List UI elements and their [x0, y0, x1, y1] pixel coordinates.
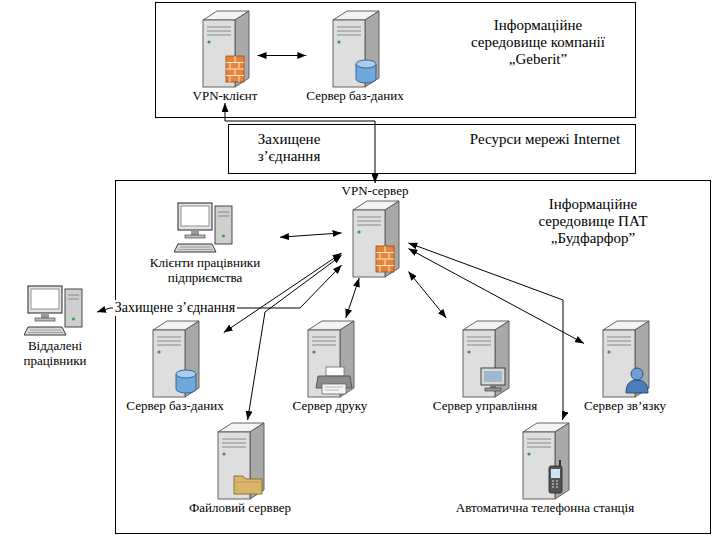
node-icon — [174, 200, 236, 255]
link-label: Захищене з’єднання — [113, 300, 237, 316]
node-label: Сервер друку — [293, 398, 368, 413]
server-icon — [599, 318, 651, 398]
region-frame: Інформаційне середовище ПАТ „Будфарфор” V… — [115, 180, 711, 534]
node-label: Сервер управління — [433, 398, 537, 413]
node-icon — [149, 318, 201, 398]
server-node: Сервер управління — [433, 318, 537, 413]
node-icon — [459, 318, 511, 398]
network-link — [408, 243, 563, 420]
node-label: Сервер зв’язку — [584, 398, 666, 413]
server-icon — [149, 318, 201, 398]
server-icon — [329, 8, 381, 88]
server-node: Автоматична телефонна станція — [456, 420, 634, 515]
network-link — [408, 272, 446, 319]
node-icon — [24, 283, 86, 338]
node-label: Файловий серввер — [189, 500, 291, 515]
workstation-node: Віддалені працівники — [13, 283, 97, 368]
node-icon — [519, 420, 571, 500]
node-icon — [599, 318, 651, 398]
server-icon — [214, 420, 266, 500]
server-icon — [519, 420, 571, 500]
server-node: Файловий серввер — [189, 420, 291, 515]
server-icon — [349, 198, 401, 278]
region-heading: Захищене з’єднання — [237, 131, 341, 165]
server-icon — [459, 318, 511, 398]
region-heading: Інформаційне середовище компанії „Geberi… — [468, 17, 608, 68]
node-label: VPN-клієнт — [193, 88, 258, 103]
region-heading: Ресурси мережі Internet — [465, 131, 625, 148]
network-link — [258, 55, 307, 56]
node-icon — [304, 318, 356, 398]
server-node: VPN-клієнт — [193, 8, 258, 103]
node-icon — [349, 198, 401, 278]
node-icon — [214, 420, 266, 500]
network-link — [225, 103, 375, 183]
node-label: Сервер баз-даних — [306, 88, 403, 103]
node-icon — [199, 8, 251, 88]
workstation-icon — [24, 283, 86, 338]
node-icon — [329, 8, 381, 88]
server-node: Сервер друку — [293, 318, 368, 413]
node-label: VPN-сервер — [342, 183, 409, 198]
server-icon — [199, 8, 251, 88]
workstation-node: Клієнти працівники підприємства — [130, 200, 280, 285]
server-icon — [304, 318, 356, 398]
network-link — [346, 278, 359, 318]
network-link — [248, 255, 342, 420]
region-heading: Інформаційне середовище ПАТ „Будфарфор” — [518, 196, 668, 247]
node-label: Автоматична телефонна станція — [456, 500, 634, 515]
node-label: Клієнти працівники підприємства — [130, 255, 280, 285]
server-node: Сервер баз-даних — [126, 318, 223, 413]
node-label: Сервер баз-даних — [126, 398, 223, 413]
workstation-icon — [174, 200, 236, 255]
network-link — [280, 233, 342, 237]
region-frame: Інформаційне середовище компанії „Geberi… — [155, 2, 636, 118]
server-node: Сервер зв’язку — [584, 318, 666, 413]
server-node: VPN-сервер — [342, 183, 409, 278]
node-label: Віддалені працівники — [13, 338, 97, 368]
region-frame: Захищене з’єднання Ресурси мережі Interne… — [228, 124, 636, 174]
server-node: Сервер баз-даних — [306, 8, 403, 103]
